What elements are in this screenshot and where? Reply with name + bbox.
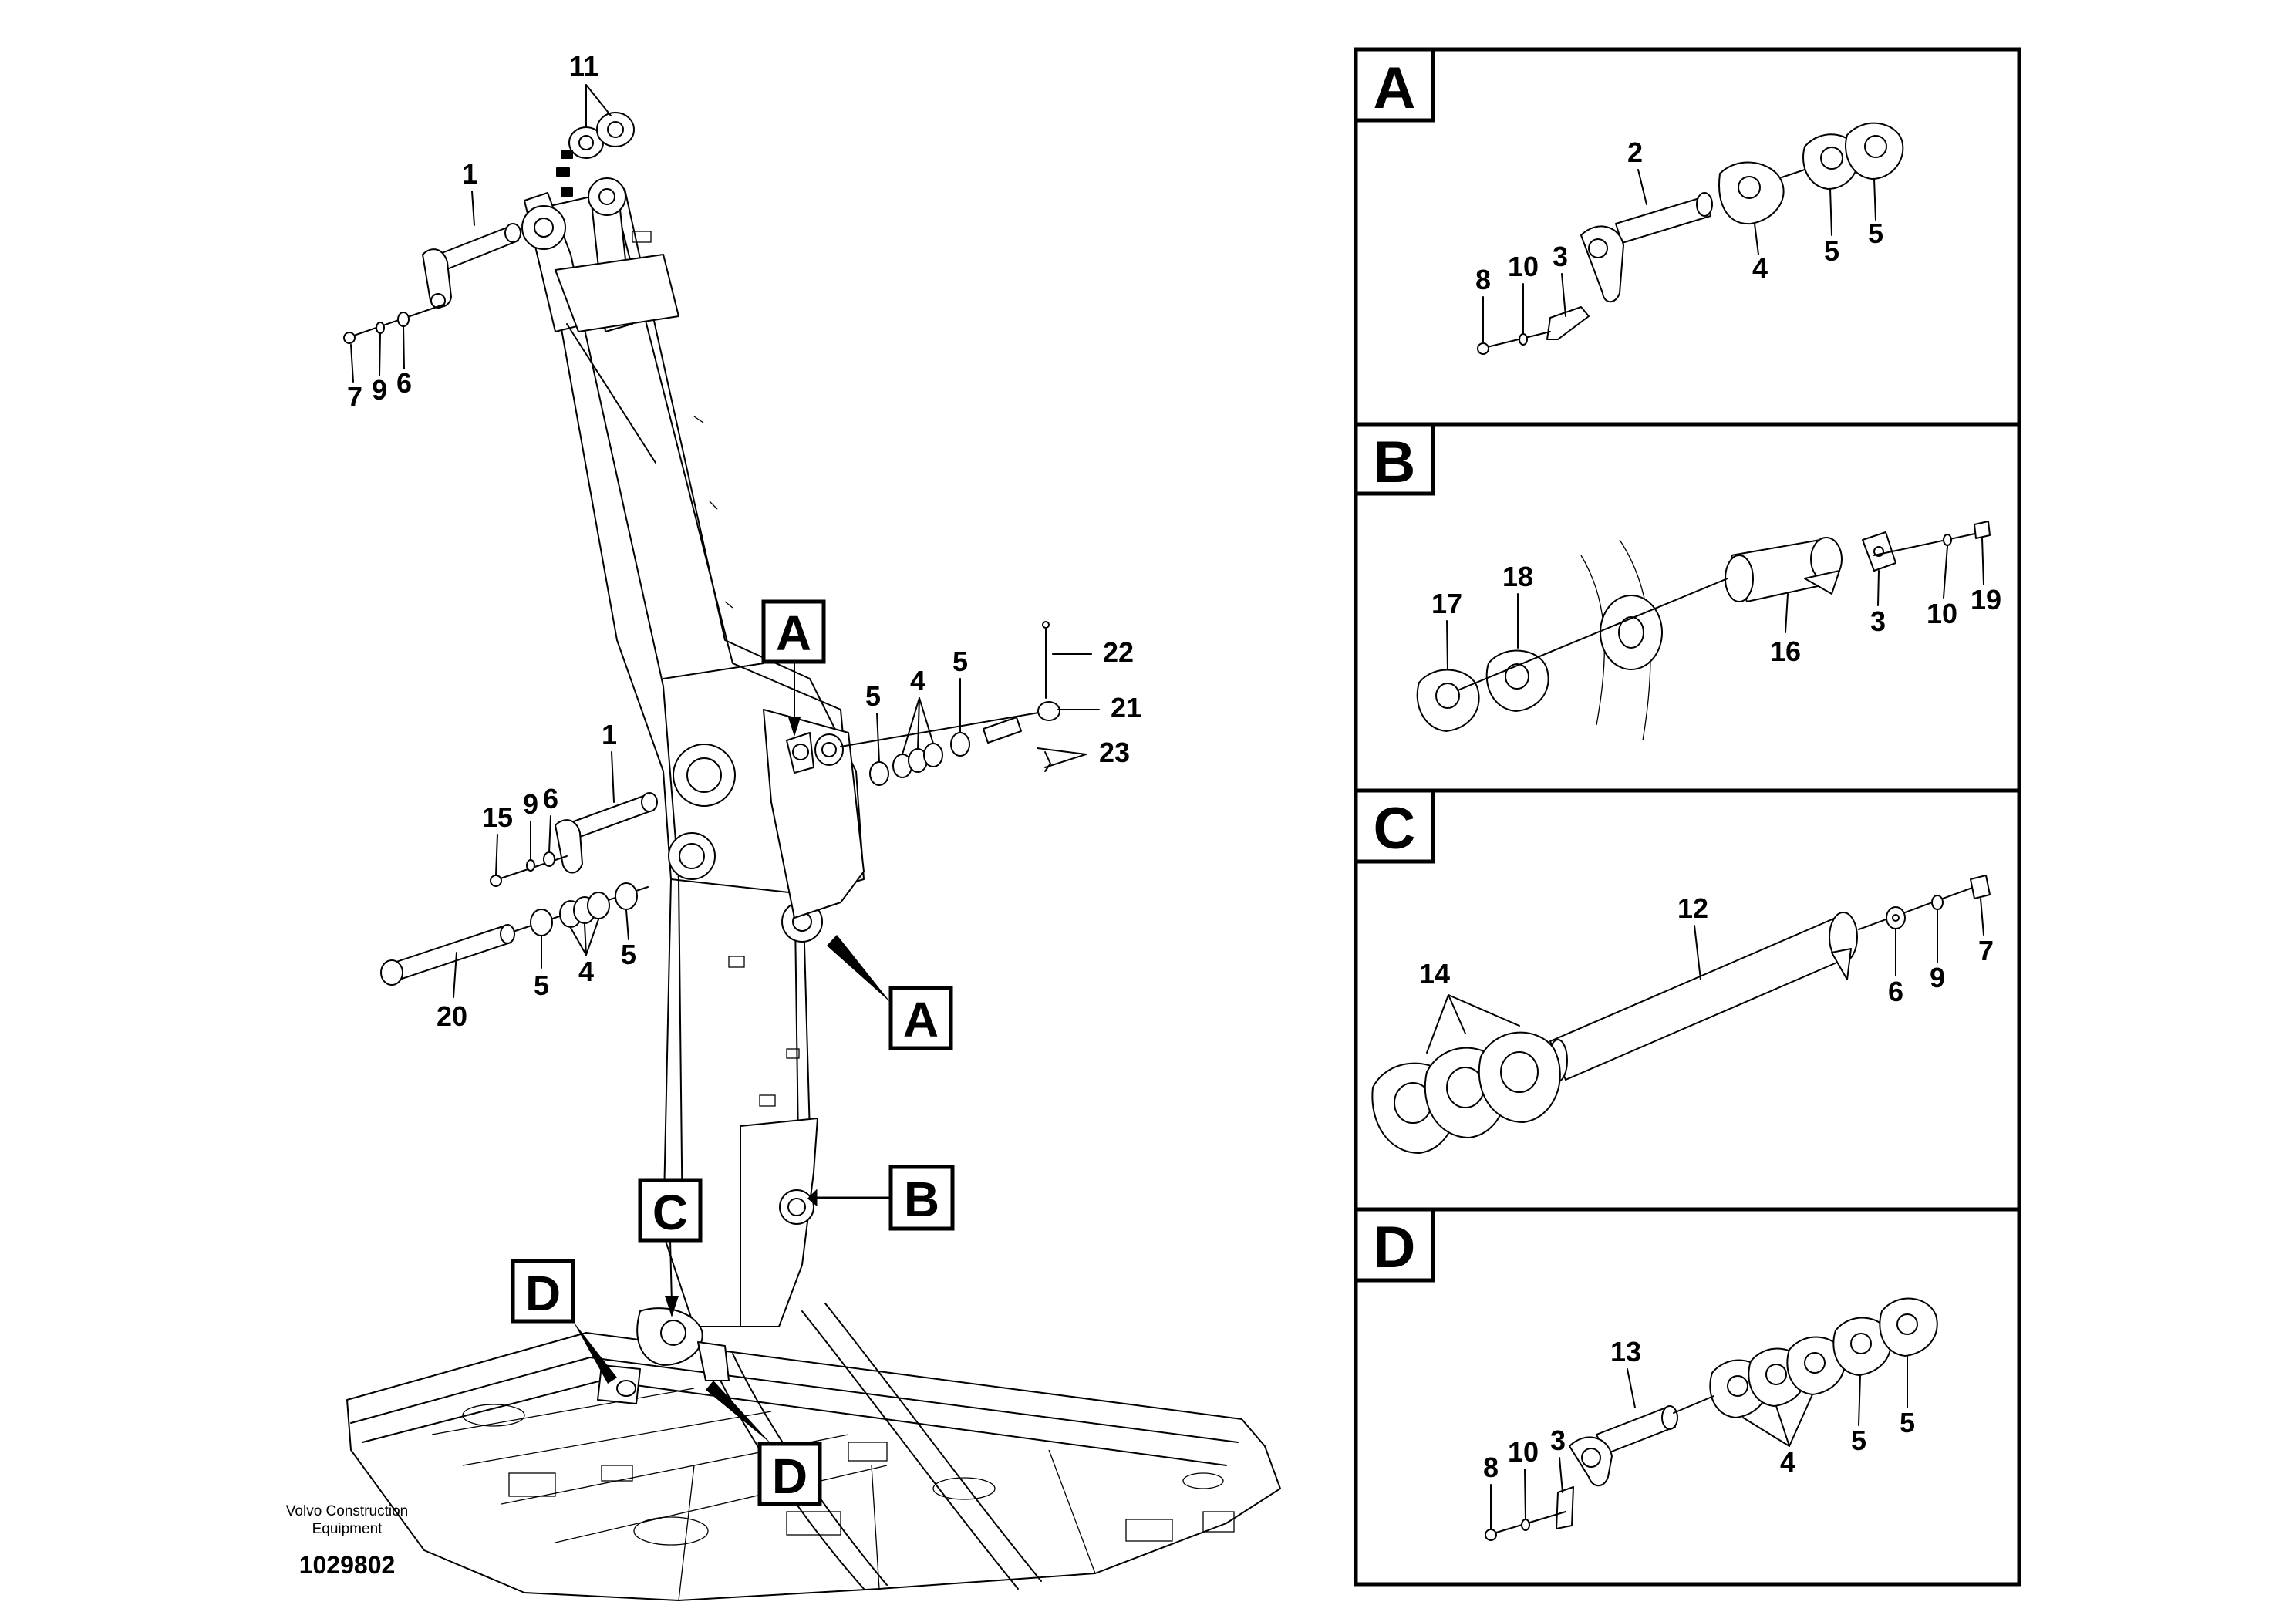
panel-c-callout-6: 6: [1888, 976, 1903, 1007]
panel-b-title: B: [1374, 430, 1416, 495]
panel-a-callout-plate: 3: [1553, 241, 1568, 272]
panel-d-callout-8: 8: [1483, 1452, 1499, 1483]
callout-box-d-left[interactable]: D: [511, 1259, 617, 1384]
callout-20: 20: [437, 1000, 467, 1032]
drawing-number: 1029802: [299, 1551, 396, 1579]
panel-b-callout-16: 16: [1770, 636, 1801, 667]
callout-9-mid: 9: [523, 788, 538, 820]
panel-a-callout-pin: 2: [1627, 137, 1643, 168]
callout-5-right-a: 5: [865, 680, 881, 712]
svg-text:A: A: [903, 992, 939, 1047]
panel-b-callout-17: 17: [1431, 588, 1462, 619]
panel-c-callout-7: 7: [1978, 935, 1994, 966]
callout-21: 21: [1111, 692, 1141, 723]
callout-6-mid: 6: [543, 783, 558, 814]
panel-d-callout-3: 3: [1550, 1425, 1566, 1456]
detail-panel-c: C 12 14 6 9 7: [1354, 788, 1994, 1154]
panel-a-callout-bolt: 8: [1475, 264, 1491, 295]
panel-b-callout-19: 19: [1971, 584, 2001, 615]
footer-company-line2: Equipment: [312, 1521, 383, 1537]
svg-text:D: D: [772, 1448, 807, 1504]
callout-4-right: 4: [910, 665, 925, 696]
footer-company-line1: Volvo Construction: [286, 1503, 408, 1519]
detail-panel-b: B 17 18 16 3 10: [1354, 422, 2001, 741]
callout-11: 11: [569, 50, 598, 82]
callout-box-d-right[interactable]: D: [706, 1381, 822, 1506]
callout-4-left: 4: [578, 956, 594, 987]
callout-1-mid: 1: [602, 719, 617, 750]
panel-c-callout-9: 9: [1930, 962, 1945, 993]
main-view: 1 7 9 6 11: [286, 50, 1281, 1601]
top-washers-assembly: 11: [556, 50, 635, 197]
panel-b-callout-10: 10: [1927, 598, 1957, 629]
panel-b-callout-3: 3: [1870, 605, 1886, 637]
callout-22: 22: [1103, 636, 1134, 668]
callout-23: 23: [1099, 737, 1130, 768]
callout-box-a-bottom[interactable]: A: [827, 935, 953, 1050]
callout-15: 15: [482, 801, 513, 833]
callout-7-top: 7: [347, 381, 362, 413]
footer: Volvo Construction Equipment 1029802: [286, 1503, 408, 1579]
panel-a-callout-5b: 5: [1868, 218, 1883, 249]
svg-text:C: C: [652, 1185, 688, 1240]
panel-a-title: A: [1374, 56, 1416, 121]
panel-c-callout-14: 14: [1419, 958, 1450, 990]
right-parts-assembly: 5 4 5 22 21 23: [786, 621, 1141, 786]
detail-panels: A 2 3 8 10 4 5: [1354, 47, 2021, 1587]
callout-9-top: 9: [372, 374, 387, 406]
callout-5-left-a: 5: [534, 969, 549, 1001]
detail-panel-d: D 13 3 8 10: [1354, 1207, 1938, 1541]
panel-d-callout-5b: 5: [1900, 1407, 1915, 1438]
panel-a-callout-5a: 5: [1824, 235, 1839, 267]
panel-a-callout-4: 4: [1752, 252, 1768, 284]
long-pin-assembly: 20 5 4 5: [380, 882, 649, 1032]
panel-d-title: D: [1374, 1215, 1416, 1280]
callout-6-top: 6: [396, 367, 412, 399]
svg-text:D: D: [525, 1266, 561, 1321]
upper-frame: [346, 1303, 1281, 1601]
detail-panel-a: A 2 3 8 10 4 5: [1354, 47, 1904, 355]
callout-1-top: 1: [462, 158, 477, 190]
panel-c-callout-12: 12: [1677, 892, 1708, 924]
callout-box-c[interactable]: C: [638, 1178, 703, 1317]
top-pin-assembly: 1 7 9 6: [343, 158, 521, 413]
callout-box-a-top[interactable]: A: [761, 599, 826, 737]
mid-pin-assembly: 1 15 9 6: [482, 719, 658, 887]
svg-text:B: B: [904, 1172, 939, 1227]
boom-head: [521, 177, 679, 464]
callout-box-b[interactable]: B: [807, 1165, 955, 1231]
panel-d-callout-4: 4: [1780, 1446, 1795, 1478]
panel-b-callout-18: 18: [1502, 561, 1533, 592]
panel-d-callout-5a: 5: [1851, 1425, 1866, 1456]
callout-5-left-b: 5: [621, 939, 636, 970]
svg-text:A: A: [776, 605, 811, 661]
callout-5-right-b: 5: [952, 646, 968, 677]
panel-d-callout-13: 13: [1610, 1336, 1641, 1367]
panel-a-callout-washer: 10: [1508, 251, 1539, 282]
panel-d-callout-10: 10: [1508, 1436, 1539, 1468]
panel-c-title: C: [1374, 796, 1416, 862]
